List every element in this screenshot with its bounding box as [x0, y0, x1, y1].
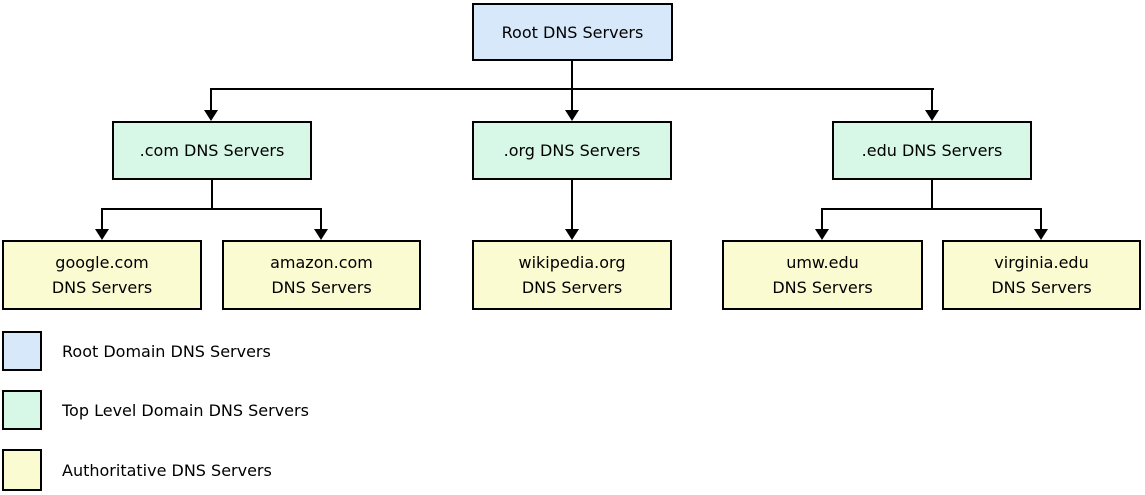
arrow-down-icon-umw — [815, 229, 829, 240]
connector-drop-com — [210, 88, 212, 112]
connector-com-stem — [211, 180, 213, 210]
arrow-down-icon-edu — [925, 110, 939, 121]
node-amazon-dns-servers: amazon.com DNS Servers — [222, 240, 421, 310]
node-label: .edu DNS Servers — [861, 141, 1003, 160]
node-wikipedia-dns-servers: wikipedia.org DNS Servers — [472, 240, 672, 310]
node-google-dns-servers: google.com DNS Servers — [2, 240, 202, 310]
arrow-down-icon-com — [204, 110, 218, 121]
connector-drop-virginia — [1040, 208, 1042, 230]
connector-edu-crossbar — [821, 208, 1042, 210]
legend-label-authoritative: Authoritative DNS Servers — [62, 460, 272, 480]
arrow-down-icon-amazon — [314, 229, 328, 240]
node-label-line2: DNS Servers — [51, 278, 153, 297]
node-label-line1: umw.edu — [786, 253, 859, 272]
node-label-line1: amazon.com — [270, 253, 373, 272]
node-label-line1: virginia.edu — [994, 253, 1089, 272]
node-label: Root DNS Servers — [501, 22, 644, 42]
node-label-line2: DNS Servers — [521, 278, 623, 297]
legend-label-root-domain: Root Domain DNS Servers — [62, 341, 271, 361]
arrow-down-icon-google — [95, 229, 109, 240]
connector-drop-edu — [931, 88, 933, 112]
node-label-line2: DNS Servers — [271, 278, 372, 297]
arrow-down-icon-org — [565, 110, 579, 121]
node-label: .com DNS Servers — [139, 141, 285, 160]
legend-label-top-level-domain: Top Level Domain DNS Servers — [62, 400, 309, 420]
connector-drop-umw — [821, 208, 823, 230]
legend-swatch-authoritative — [2, 449, 42, 491]
node-label: .org DNS Servers — [503, 141, 641, 160]
node-umw-dns-servers: umw.edu DNS Servers — [722, 240, 923, 310]
connector-org-stem — [571, 180, 573, 230]
connector-com-crossbar — [101, 208, 322, 210]
node-label-line1: wikipedia.org — [518, 253, 626, 272]
node-edu-dns-servers: .edu DNS Servers — [832, 121, 1032, 180]
node-com-dns-servers: .com DNS Servers — [112, 121, 312, 180]
node-label-line2: DNS Servers — [991, 278, 1092, 297]
connector-drop-google — [101, 208, 103, 230]
legend-swatch-top-level-domain — [2, 390, 42, 430]
connector-edu-stem — [931, 180, 933, 210]
connector-drop-amazon — [320, 208, 322, 230]
connector-root-stem — [571, 61, 573, 90]
arrow-down-icon-wikipedia — [565, 229, 579, 240]
node-virginia-dns-servers: virginia.edu DNS Servers — [942, 240, 1141, 310]
arrow-down-icon-virginia — [1034, 229, 1048, 240]
node-root-dns-servers: Root DNS Servers — [472, 3, 673, 61]
node-org-dns-servers: .org DNS Servers — [472, 121, 672, 180]
legend-swatch-root-domain — [2, 331, 42, 371]
connector-drop-org — [571, 88, 573, 112]
node-label-line1: google.com — [55, 253, 149, 272]
node-label-line2: DNS Servers — [772, 278, 873, 297]
